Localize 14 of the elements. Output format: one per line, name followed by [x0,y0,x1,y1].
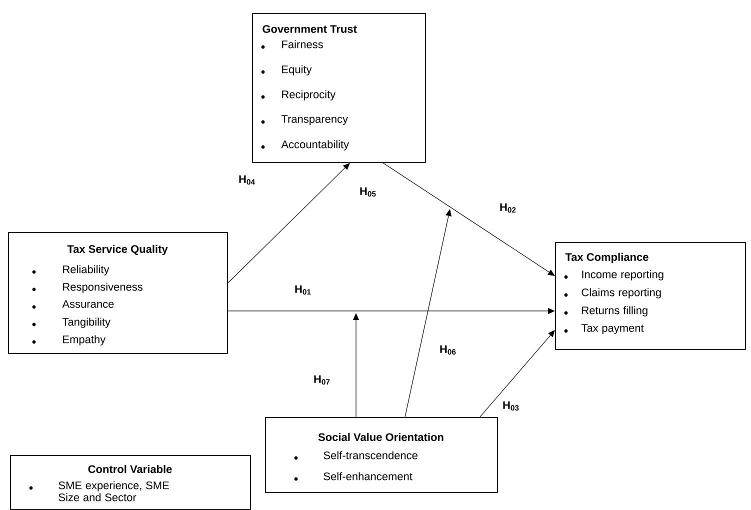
edge-label: H$_{07}$ [314,375,330,385]
arrow [480,330,555,418]
edge-label: H$_{04}$ [239,175,255,185]
concept-box: Government Trust Fairness Equity Reciprocity Transparency Accountability [252,13,426,163]
hypothesis-label: H$_{05}$ [360,187,376,197]
concept-box: Social Value Orientation Self-transcendence Self-enhancement [265,416,498,493]
concept-box: Control Variable SME experience, SME Size and Sector [10,454,251,510]
arrow [382,162,555,276]
concept-box: Tax Compliance Income reporting Claims reporting Returns filling Tax payment [555,242,746,350]
edge-label: H$_{06}$ [440,345,456,355]
concept-box: Tax Service Quality Reliability Responsiveness Assurance Tangibility Empathy [8,232,228,354]
edge-label: H$_{02}$ [500,203,516,213]
edge-label: H$_{01}$ [295,285,311,295]
edge-label: H$_{03}$ [503,401,519,411]
